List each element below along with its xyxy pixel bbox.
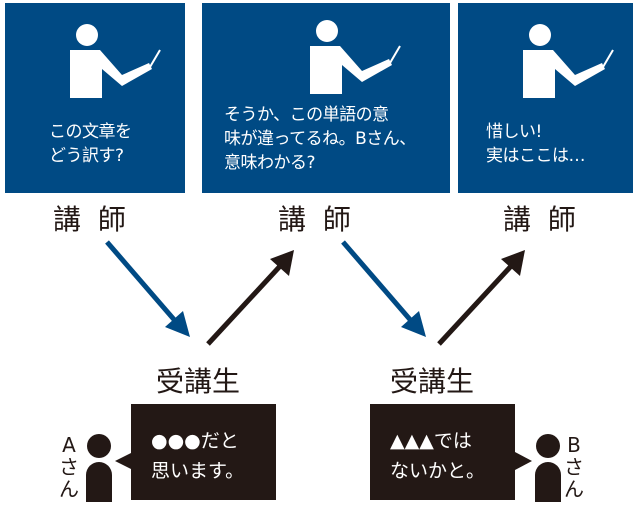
teacher-label-1: 講 師 — [53, 203, 130, 236]
arrow-a-to-teacher — [206, 250, 294, 346]
teacher-pointer-icon — [70, 24, 161, 98]
teacher-speech-3: 惜しい! 実はここは… — [486, 122, 586, 166]
student-a-person-icon — [86, 434, 133, 502]
teacher-pointer-icon — [310, 20, 401, 94]
teacher-speech-2: そうか、この単語の意 味が違ってるね。Bさん、 意味わかる? — [224, 105, 416, 173]
student-label-2: 受講生 — [390, 365, 475, 398]
student-b-name: Bさん — [564, 433, 584, 501]
teacher-label-3: 講 師 — [503, 203, 580, 236]
teacher-speech-1: この文章を どう訳す? — [49, 122, 132, 166]
arrow-teacher-to-a — [105, 240, 190, 337]
teacher-panel-3: 惜しい! 実はここは… — [458, 3, 633, 193]
student-b-person-icon — [515, 434, 561, 502]
arrow-b-to-teacher — [437, 250, 525, 346]
student-b-speech-bubble: ▲▲▲では ないかと。 — [370, 404, 515, 500]
teacher-panel-1: この文章を どう訳す? — [5, 3, 185, 193]
teacher-pointer-icon — [523, 24, 614, 98]
student-label-1: 受講生 — [156, 365, 241, 398]
student-a-name: Aさん — [59, 433, 79, 501]
teacher-panel-2: そうか、この単語の意 味が違ってるね。Bさん、 意味わかる? — [202, 3, 450, 193]
student-a-speech-bubble: ●●●だと 思います。 — [131, 404, 276, 500]
arrow-teacher-to-b — [341, 240, 426, 337]
teacher-label-2: 講 師 — [278, 203, 355, 236]
